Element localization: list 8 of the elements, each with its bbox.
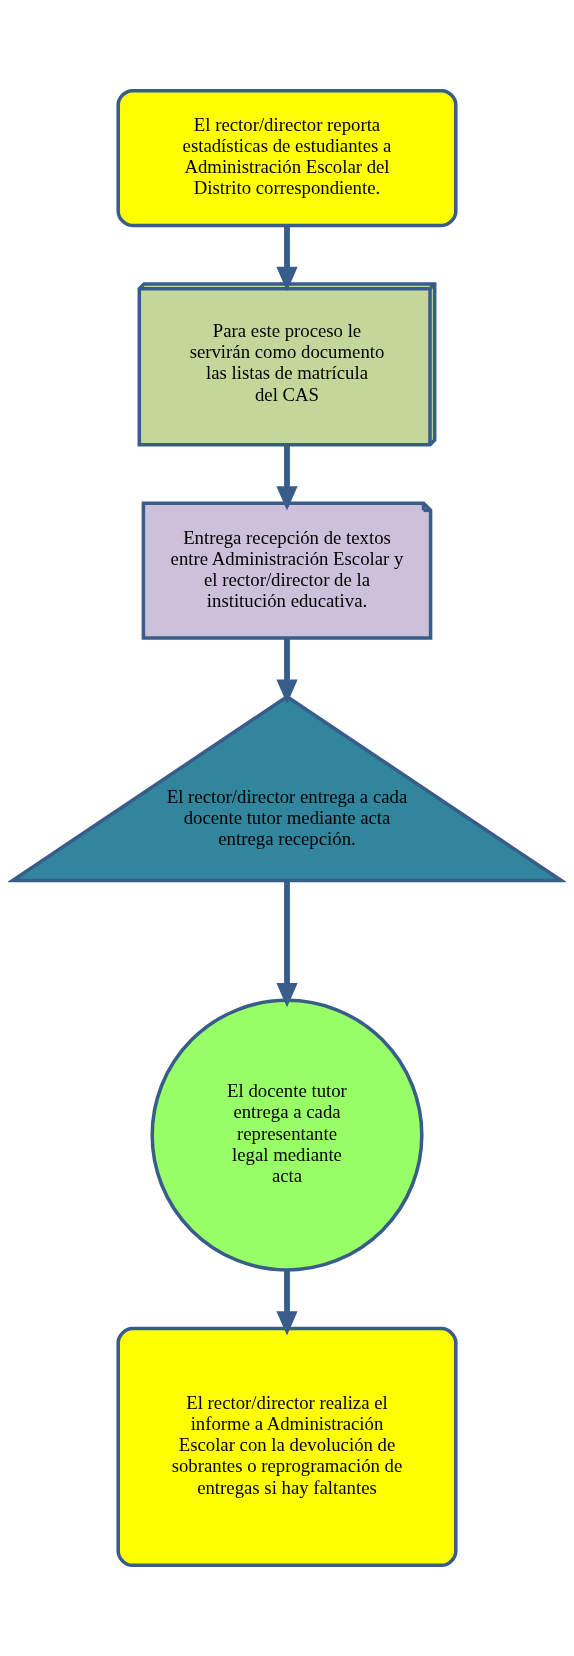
node-box: El rector/director reporta estadísticas de estudiantes a Administración Escolar del Distrito correspondiente. xyxy=(116,88,458,228)
arrow xyxy=(276,880,298,1008)
node-box: El rector/director realiza el informe a Administración Escolar con la devolución de sobrantes o reprogramación de entregas si hay faltantes xyxy=(116,1326,458,1568)
arrow xyxy=(276,638,298,704)
arrow xyxy=(276,445,298,511)
arrow xyxy=(276,226,298,292)
node-circle: El docente tutor entrega a cada representante legal mediante acta xyxy=(150,998,424,1272)
arrow xyxy=(276,1270,298,1336)
